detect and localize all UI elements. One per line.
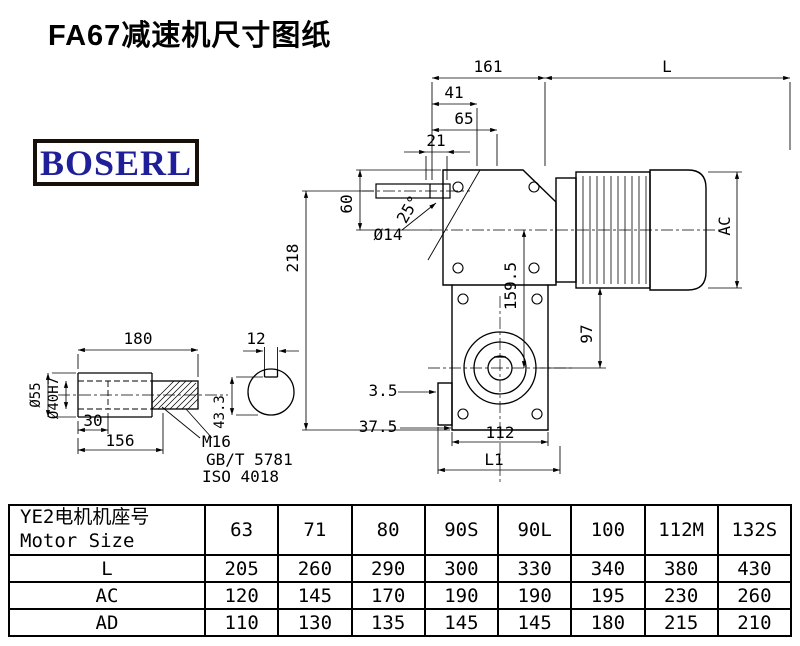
motor-size-header-en: Motor Size xyxy=(20,530,135,552)
table-row-AD: AD 110 130 135 145 145 180 215 210 xyxy=(8,608,793,637)
dim-41: 41 xyxy=(444,83,463,102)
shaft-outline xyxy=(77,372,199,418)
size-cell: 90L xyxy=(496,504,573,556)
value-cell: 260 xyxy=(277,554,353,583)
dim-30: 30 xyxy=(83,411,102,430)
note-iso-standard: ISO 4018 xyxy=(202,467,279,486)
dim-AC: AC xyxy=(715,216,734,235)
dim-218: 218 xyxy=(283,244,302,273)
value-cell: 145 xyxy=(423,608,500,637)
note-gb-standard: GB/T 5781 xyxy=(206,450,293,469)
dim-3-5: 3.5 xyxy=(369,381,398,400)
table-row-L: L 205 260 290 300 330 340 380 430 xyxy=(8,554,793,583)
boserl-logo: BOSERL xyxy=(33,139,199,186)
size-cell: 90S xyxy=(423,504,500,556)
centerlines xyxy=(362,190,722,484)
dimension-table: YE2电机机座号 Motor Size 63 71 80 90S 90L 100… xyxy=(8,504,793,637)
bolt-holes xyxy=(452,181,543,420)
value-cell: 145 xyxy=(496,608,573,637)
boserl-logo-text: BOSERL xyxy=(39,142,193,183)
shaft-detail-view: 180 12 Ø55 Ø40H7 30 156 43.3 M16 GB/T 57… xyxy=(28,329,299,486)
dim-43-3: 43.3 xyxy=(212,395,228,429)
dim-180: 180 xyxy=(124,329,153,348)
motor xyxy=(555,169,707,291)
size-cell: 132S xyxy=(716,504,793,556)
row-label: AC xyxy=(8,581,206,610)
value-cell: 130 xyxy=(277,608,353,637)
value-cell: 340 xyxy=(570,554,646,583)
size-cell: 71 xyxy=(277,504,353,556)
dim-60: 60 xyxy=(337,194,356,213)
value-cell: 135 xyxy=(350,608,426,637)
motor-fins xyxy=(582,176,647,284)
note-m16: M16 xyxy=(202,432,231,451)
dim-dia55: Ø55 xyxy=(28,382,44,407)
dim-L: L xyxy=(662,57,672,76)
dim-112: 112 xyxy=(486,423,515,442)
dim-37-5: 37.5 xyxy=(359,417,398,436)
table-row-AC: AC 120 145 170 190 190 195 230 260 xyxy=(8,581,793,610)
row-label: AD xyxy=(8,608,206,637)
dim-21: 21 xyxy=(426,131,445,150)
value-cell: 190 xyxy=(423,581,500,610)
value-cell: 330 xyxy=(496,554,573,583)
value-cell: 190 xyxy=(496,581,573,610)
dim-161: 161 xyxy=(474,57,503,76)
value-cell: 205 xyxy=(203,554,280,583)
size-cell: 112M xyxy=(643,504,719,556)
dim-dia14: Ø14 xyxy=(374,225,403,244)
dimension-labels: 161 L 41 65 21 60 218 Ø14 25° 159.5 AC 9… xyxy=(283,57,734,469)
value-cell: 145 xyxy=(277,581,353,610)
row-label: L xyxy=(8,554,206,583)
page-title: FA67减速机尺寸图纸 xyxy=(48,20,332,52)
size-cell: 80 xyxy=(350,504,426,556)
shaft-hidden-bore-lines xyxy=(78,380,152,410)
motor-size-header: YE2电机机座号 Motor Size xyxy=(8,504,206,556)
value-cell: 260 xyxy=(716,581,793,610)
shaft-section-circle xyxy=(247,368,295,416)
output-shaft-bore xyxy=(463,331,537,405)
value-cell: 170 xyxy=(350,581,426,610)
dim-65: 65 xyxy=(454,109,473,128)
value-cell: 215 xyxy=(643,608,719,637)
value-cell: 110 xyxy=(203,608,280,637)
dim-156: 156 xyxy=(106,431,135,450)
dim-L1: L1 xyxy=(484,450,503,469)
value-cell: 430 xyxy=(716,554,793,583)
motor-size-header-cn: YE2电机机座号 xyxy=(20,506,150,529)
value-cell: 210 xyxy=(716,608,793,637)
value-cell: 300 xyxy=(423,554,500,583)
size-cell: 100 xyxy=(570,504,646,556)
dim-159-5: 159.5 xyxy=(501,262,520,310)
value-cell: 180 xyxy=(570,608,646,637)
shaft-dimension-lines xyxy=(45,347,299,454)
main-view: 161 L 41 65 21 60 218 Ø14 25° 159.5 AC 9… xyxy=(283,57,791,484)
value-cell: 380 xyxy=(643,554,719,583)
input-flange-bar xyxy=(375,183,451,199)
gearbox-housing xyxy=(427,169,557,431)
value-cell: 290 xyxy=(350,554,426,583)
value-cell: 230 xyxy=(643,581,719,610)
dimension-lines xyxy=(302,75,791,474)
dim-angle-25: 25° xyxy=(393,192,424,227)
shaft-dimension-labels: 180 12 Ø55 Ø40H7 30 156 43.3 M16 GB/T 57… xyxy=(28,329,293,486)
dim-dia40h7: Ø40H7 xyxy=(46,377,62,419)
value-cell: 120 xyxy=(203,581,280,610)
value-cell: 195 xyxy=(570,581,646,610)
size-cell: 63 xyxy=(203,504,280,556)
table-header-row: YE2电机机座号 Motor Size 63 71 80 90S 90L 100… xyxy=(8,504,793,556)
dim-97: 97 xyxy=(577,324,596,343)
dim-12: 12 xyxy=(246,329,265,348)
bolt-hatch xyxy=(151,380,199,410)
